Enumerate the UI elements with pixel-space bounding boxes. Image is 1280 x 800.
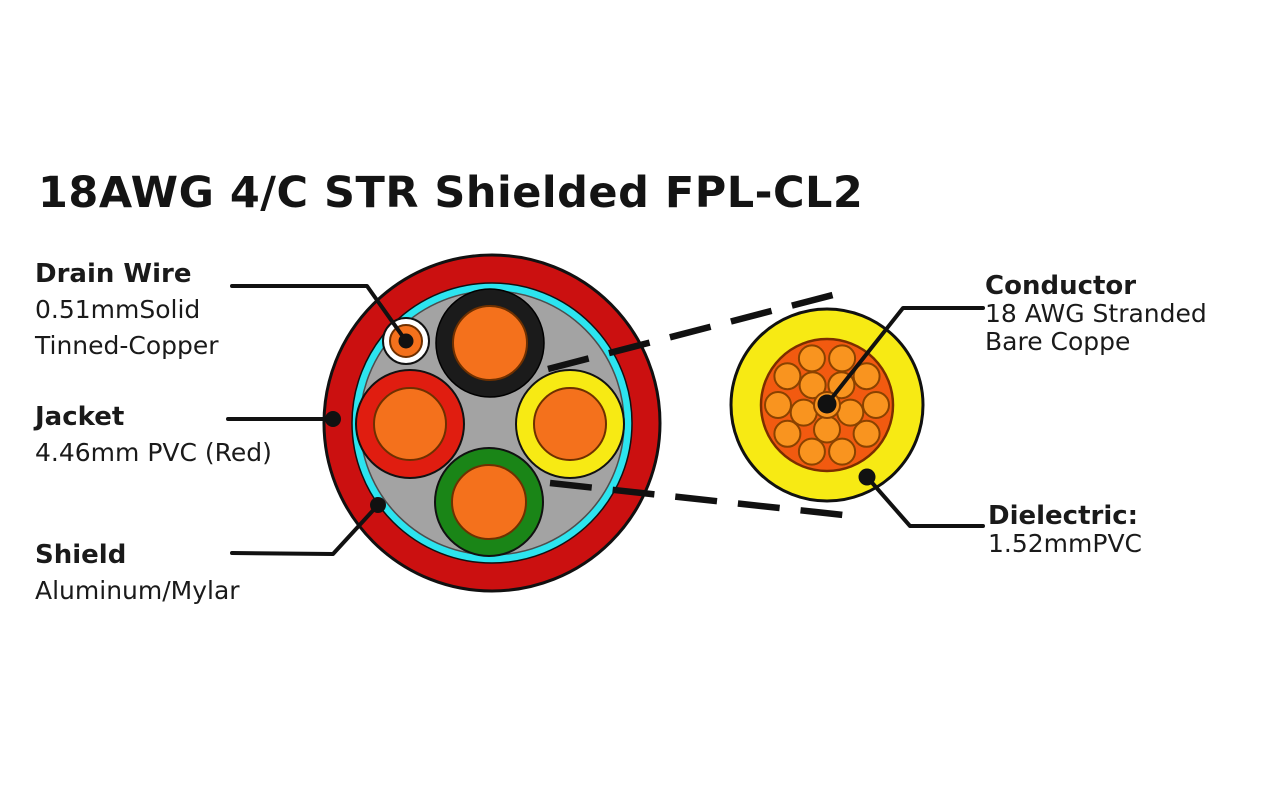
callout-dot-dielectric — [858, 468, 876, 486]
callout-dot-conductor — [817, 394, 837, 414]
conductor-label-line2: Bare Coppe — [985, 327, 1131, 356]
jacket-label-title: Jacket — [35, 402, 125, 432]
page-title: 18AWG 4/C STR Shielded FPL-CL2 — [38, 168, 864, 218]
drain-wire-label-title: Drain Wire — [35, 259, 192, 289]
drain-wire-label-line2: Tinned-Copper — [35, 331, 219, 360]
leader-shield — [230, 503, 380, 556]
cable-cross-section — [322, 253, 662, 593]
conductor-label-title: Conductor — [985, 271, 1137, 301]
jacket-label: Jacket 4.46mm PVC (Red) — [35, 399, 272, 471]
leader-conductor — [825, 306, 985, 406]
callout-dots — [325, 333, 876, 513]
callout-leaders — [226, 284, 985, 556]
dielectric-label-line1: 1.52mmPVC — [988, 529, 1143, 558]
drain-wire-label: Drain Wire 0.51mmSolid Tinned-Copper — [35, 256, 219, 364]
zoom-guide-bottom — [549, 479, 863, 521]
conductor-green-core — [451, 464, 527, 540]
callout-dot-shield — [370, 497, 386, 513]
conductor-black-core — [452, 305, 528, 381]
conductor-red-core — [373, 387, 447, 461]
leader-dielectric — [865, 475, 985, 528]
shield-label-title: Shield — [35, 540, 127, 570]
shield-label: Shield Aluminum/Mylar — [35, 537, 240, 609]
zoom-guide-top — [547, 286, 853, 373]
conductor-yellow-core — [533, 387, 607, 461]
dielectric-label-title: Dielectric: — [988, 501, 1139, 531]
drain-wire-label-line1: 0.51mmSolid — [35, 295, 201, 324]
callout-dot-drain-wire — [398, 333, 414, 349]
leader-drain-wire — [230, 284, 408, 343]
conductor-label: Conductor 18 AWG Stranded Bare Coppe — [985, 272, 1207, 356]
conductor-label-line1: 18 AWG Stranded — [985, 299, 1207, 328]
callout-dot-jacket — [325, 411, 341, 427]
jacket-label-line1: 4.46mm PVC (Red) — [35, 438, 272, 467]
dielectric-label: Dielectric: 1.52mmPVC — [988, 502, 1142, 558]
shield-label-line1: Aluminum/Mylar — [35, 576, 240, 605]
